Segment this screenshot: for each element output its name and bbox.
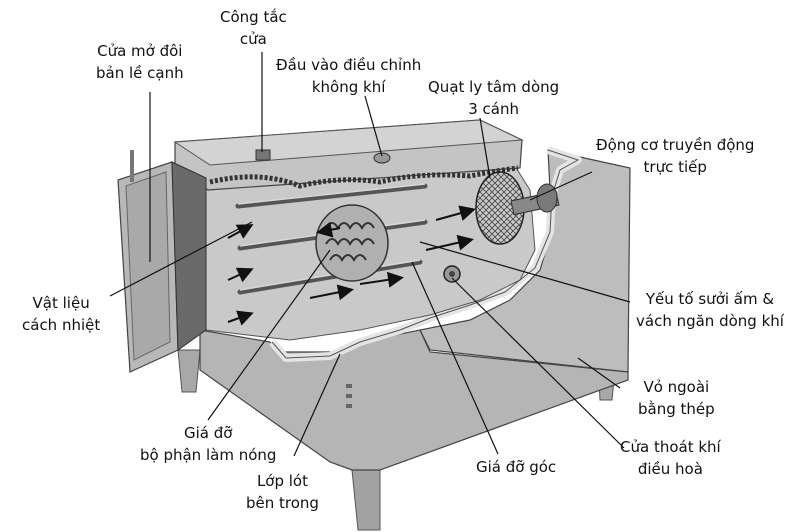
insulation-band: [209, 165, 519, 189]
door-switch-part: [255, 149, 271, 161]
air-intake-part: [373, 152, 391, 164]
label-heating-element-baffle: Yếu tố sưởi ấm &vách ngăn dòng khí: [636, 290, 784, 330]
left-wall-insulation: [171, 161, 207, 351]
shell-front-wall: [199, 329, 629, 471]
leader-lines: [109, 52, 631, 457]
airflow-arrows: [227, 205, 476, 326]
front-vents: [346, 384, 352, 408]
label-corner-bracket: Giá đỡ góc: [476, 458, 557, 476]
